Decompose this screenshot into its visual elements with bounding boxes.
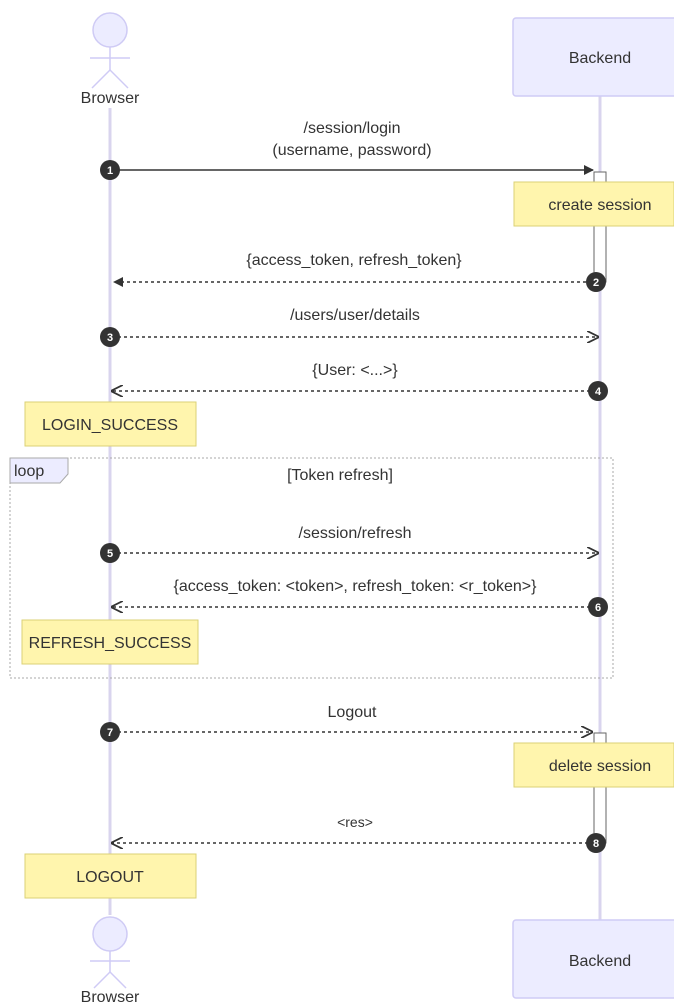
message-8-label: <res> [337,814,373,830]
message-4-number: 4 [595,386,602,398]
browser-label-bottom: Browser [81,989,140,1005]
browser-label-top: Browser [81,90,140,107]
backend-participant-bottom: Backend [512,919,674,999]
message-6-label: {access_token: <token>, refresh_token: <… [174,578,538,595]
message-1-label-2: (username, password) [272,142,431,159]
svg-text:delete session: delete session [549,758,651,775]
message-1: /session/login (username, password) 1 [100,120,594,180]
message-8: <res> 8 [112,814,606,853]
loop-tag: loop [14,463,44,480]
loop-frame [9,457,614,679]
message-3-label: /users/user/details [290,307,420,324]
backend-label-top: Backend [569,50,631,67]
message-8-number: 8 [593,838,599,850]
loop-label: [Token refresh] [287,467,393,484]
message-5-number: 5 [107,548,113,560]
message-1-label: /session/login [304,120,401,137]
message-7-number: 7 [107,727,113,739]
browser-actor-bottom: Browser [81,916,140,1005]
actor-head-icon [92,916,128,952]
message-3: /users/user/details 3 [100,307,598,347]
message-7-label: Logout [328,704,377,721]
note-logout: LOGOUT [24,853,197,899]
message-7: Logout 7 [100,704,592,742]
browser-actor-top: Browser [81,12,140,107]
message-1-number: 1 [107,165,113,177]
message-3-number: 3 [107,332,113,344]
svg-text:create session: create session [548,197,651,214]
loop-tag-box [9,457,69,484]
svg-text:LOGOUT: LOGOUT [76,869,144,886]
note-create-session: create session [513,181,674,227]
actor-head-icon [92,12,128,48]
svg-text:LOGIN_SUCCESS: LOGIN_SUCCESS [42,417,178,434]
message-2-number: 2 [593,277,599,289]
message-2-label: {access_token, refresh_token} [246,252,462,269]
backend-label-bottom: Backend [569,953,631,970]
svg-text:REFRESH_SUCCESS: REFRESH_SUCCESS [29,635,192,652]
message-5-label: /session/refresh [299,525,412,542]
backend-participant-top: Backend [512,17,674,97]
message-4: {User: <...>} 4 [112,362,608,401]
note-delete-session: delete session [513,742,674,788]
message-4-label: {User: <...>} [312,362,398,379]
note-login-success: LOGIN_SUCCESS [24,401,197,447]
message-6: {access_token: <token>, refresh_token: <… [112,578,608,617]
message-5: /session/refresh 5 [100,525,598,563]
message-6-number: 6 [595,602,601,614]
message-2: {access_token, refresh_token} 2 [113,252,606,292]
note-refresh-success: REFRESH_SUCCESS [21,619,199,665]
